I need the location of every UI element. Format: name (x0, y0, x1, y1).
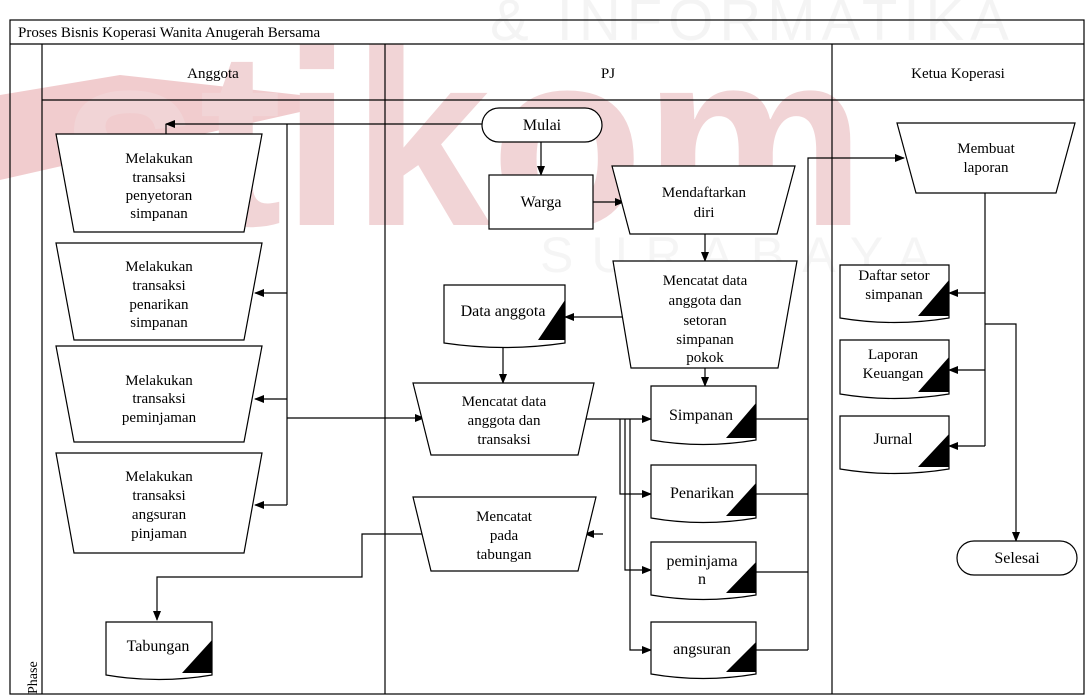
angsuran-document (650, 621, 757, 680)
anggota-angsuran-line-2: transaksi (132, 488, 185, 504)
mencatat-tabungan-line-2: pada (490, 528, 519, 544)
mencatat-transaksi-line-1: Mencatat data (462, 394, 547, 410)
daftar-setor-document (839, 264, 950, 324)
anggota-angsuran-line-4: pinjaman (131, 526, 187, 542)
membuat-laporan-process (896, 122, 1076, 194)
anggota-angsuran-line-3: angsuran (132, 507, 187, 523)
anggota-penarikan-line-4: simpanan (130, 315, 188, 331)
anggota-peminjaman-line-2: transaksi (132, 391, 185, 407)
simpanan-document (650, 385, 757, 446)
tabungan-document (105, 621, 213, 681)
angsuran-label: angsuran (673, 641, 731, 658)
anggota-peminjaman-line-1: Melakukan (125, 373, 193, 389)
jurnal-label: Jurnal (873, 431, 913, 448)
simpanan-label: Simpanan (669, 407, 733, 424)
data-anggota-corner (538, 300, 565, 340)
phase-label: Phase (26, 661, 41, 694)
mencatat-setoran-line-3: setoran (683, 313, 727, 329)
penarikan-document (650, 464, 757, 524)
angsuran-corner (726, 642, 756, 672)
daftar-setor-line-2: simpanan (865, 287, 923, 303)
daftar-setor-line-1: Daftar setor (858, 268, 929, 284)
mencatat-tabungan-line-1: Mencatat (476, 509, 533, 525)
start-label: Mulai (523, 117, 562, 134)
anggota-penarikan-line-2: transaksi (132, 278, 185, 294)
anggota-penyetoran-line-3: penyetoran (126, 188, 193, 204)
simpanan-corner (726, 403, 756, 438)
anggota-penarikan-line-3: penarikan (129, 297, 189, 313)
mencatat-tabungan-line-3: tabungan (477, 547, 532, 563)
anggota-penyetoran-line-2: transaksi (132, 170, 185, 186)
mendaftarkan-label-1: Mendaftarkan (662, 185, 747, 201)
mencatat-setoran-line-1: Mencatat data (663, 273, 748, 289)
anggota-penyetoran-line-1: Melakukan (125, 151, 193, 167)
mencatat-setoran-line-4: simpanan (676, 332, 734, 348)
peminjaman-label-2: n (698, 571, 706, 588)
laporan-keuangan-line-1: Laporan (868, 347, 918, 363)
anggota-penyetoran-line-4: simpanan (130, 206, 188, 222)
start-terminator (481, 107, 603, 143)
lane-header-ketua: Ketua Koperasi (911, 66, 1005, 82)
tabungan-label: Tabungan (127, 638, 190, 655)
mencatat-tabungan-process (412, 496, 597, 572)
laporan-keuangan-document (839, 339, 950, 400)
lane-header-anggota: Anggota (187, 66, 239, 82)
diagram-title: Proses Bisnis Koperasi Wanita Anugerah B… (18, 25, 321, 41)
warga-box (488, 174, 594, 230)
mencatat-setoran-line-2: anggota dan (669, 293, 742, 309)
end-terminator (956, 540, 1078, 576)
daftar-setor-corner (918, 280, 949, 316)
penarikan-corner (726, 483, 756, 516)
anggota-peminjaman-line-3: peminjaman (122, 410, 197, 426)
end-label: Selesai (994, 550, 1040, 567)
mencatat-transaksi-line-3: transaksi (477, 432, 530, 448)
anggota-peminjaman-process (55, 345, 263, 443)
laporan-keuangan-line-2: Keuangan (863, 366, 924, 382)
membuat-laporan-line-1: Membuat (957, 141, 1015, 157)
jurnal-corner (918, 434, 949, 467)
membuat-laporan-line-2: laporan (964, 160, 1009, 176)
anggota-penarikan-process (55, 242, 263, 341)
anggota-penarikan-line-1: Melakukan (125, 259, 193, 275)
laporan-keuangan-corner (918, 357, 949, 392)
mencatat-transaksi-line-2: anggota dan (468, 413, 541, 429)
peminjaman-corner (726, 562, 756, 593)
mencatat-setoran-line-5: pokok (686, 350, 724, 366)
swimlane-frame (9, 19, 1085, 695)
peminjaman-document (650, 541, 757, 601)
mencatat-setoran-process (612, 260, 798, 369)
peminjaman-label-1: peminjama (666, 553, 737, 570)
lane-header-pj: PJ (601, 66, 615, 82)
anggota-angsuran-process (55, 452, 263, 554)
mencatat-transaksi-process (412, 382, 595, 456)
mendaftarkan-label-2: diri (694, 205, 715, 221)
mendaftarkan-process (611, 165, 796, 235)
penarikan-label: Penarikan (670, 485, 734, 502)
data-anggota-document (443, 284, 566, 349)
tabungan-corner (182, 640, 212, 673)
anggota-penyetoran-process (55, 133, 263, 233)
anggota-angsuran-line-1: Melakukan (125, 469, 193, 485)
warga-label: Warga (520, 194, 561, 211)
connectors (153, 120, 1020, 654)
data-anggota-label: Data anggota (461, 303, 546, 320)
jurnal-document (839, 415, 950, 475)
